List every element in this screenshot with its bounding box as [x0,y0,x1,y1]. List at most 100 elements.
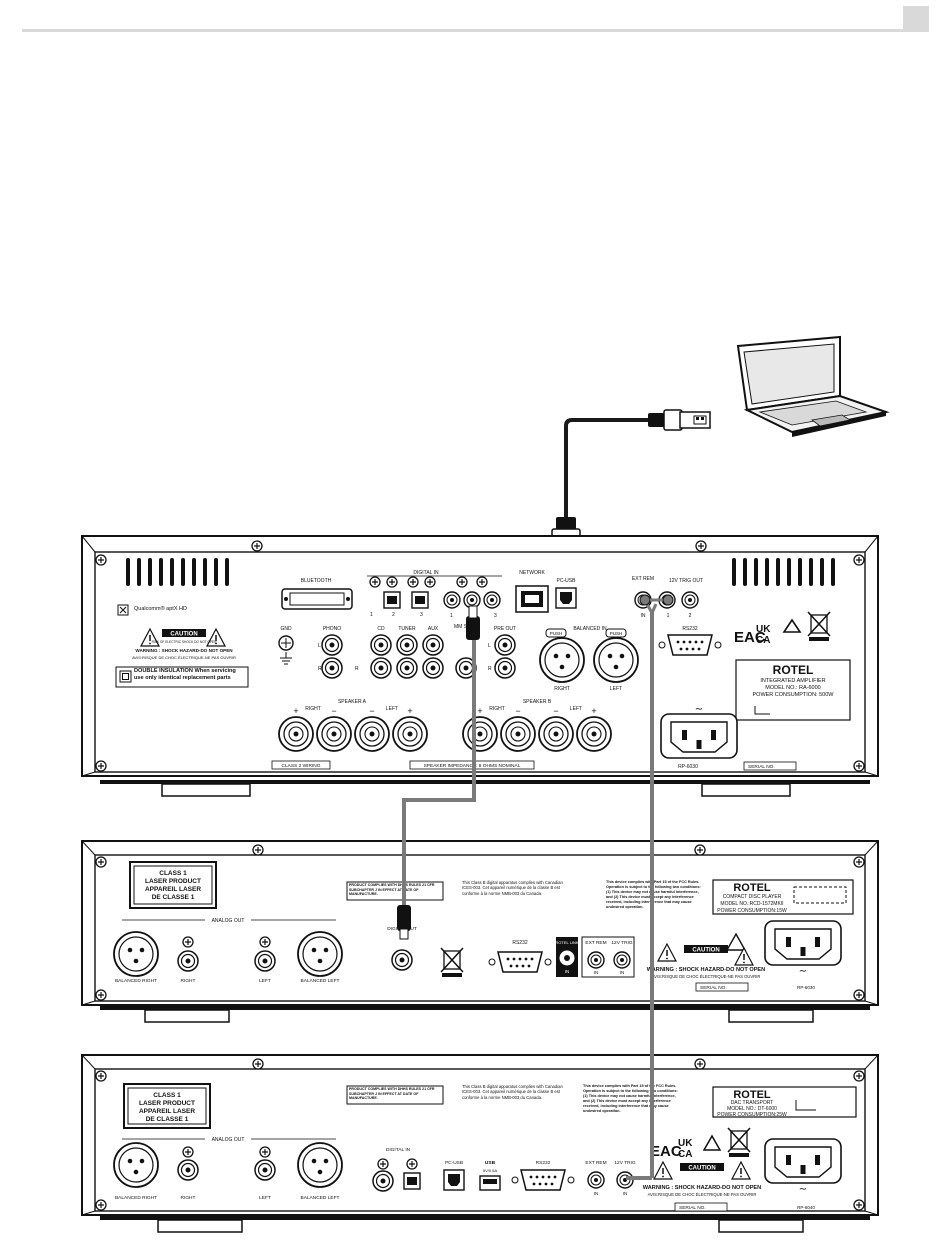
dt-digital-in-label: DIGITAL IN [386,1147,411,1153]
dt-product: DAC TRANSPORT [731,1100,774,1106]
rca-jack-icon[interactable] [254,950,276,972]
balanced-in-label: BALANCED IN [573,626,607,632]
speaker-a-left-neg[interactable] [354,716,390,752]
aux-label: AUX [428,626,439,632]
bal-left: LEFT [610,686,622,692]
ethernet-port[interactable] [515,585,549,613]
ukca-mark-bottom: CA [678,1149,692,1160]
cd-right: RIGHT [181,978,196,984]
amplifier-rear-panel: Qualcomm® aptX HD CAUTION RISK OF ELECTR… [81,535,879,797]
laptop-icon [736,335,890,437]
speaker-b-right-pos[interactable] [462,716,498,752]
dt-warning: WARNING : SHOCK HAZARD-DO NOT OPEN [643,1185,761,1191]
dt-optical-in[interactable] [403,1172,421,1190]
trig-out-2-jack[interactable] [681,591,699,609]
vent-slots-left [126,558,229,586]
xlr-connector-icon[interactable] [297,931,343,977]
network-label: NETWORK [519,570,545,576]
dt-ext-rem-jack[interactable] [587,1171,605,1189]
optical-3-num: 3 [420,612,423,618]
phono-l-jack[interactable] [321,634,343,656]
iec-inlet-icon[interactable] [660,713,738,759]
phono-l: L [318,643,321,649]
rcm-mark [725,932,747,951]
dt-caution: CAUTION [688,1166,715,1172]
svg-text:−: − [331,706,336,716]
dt-fda-text: PRODUCT COMPLIES WITH DHHS RULES 21 CFR … [349,1087,435,1101]
spk-b-left: LEFT [570,706,582,712]
coax-input-3[interactable] [483,591,501,609]
trigger-cable [626,594,674,1180]
rca-jack-icon[interactable] [254,1159,276,1181]
cd-trig-jack[interactable] [613,951,631,969]
spk-a-left: LEFT [386,706,398,712]
dt-right: RIGHT [181,1195,196,1201]
rotel-link-in: IN [565,969,570,974]
cd-laser-line4: DE CLASSE 1 [152,894,195,901]
digital-in-label: DIGITAL IN [413,570,439,576]
coax-3-num: 3 [494,613,497,619]
optical-input-2[interactable] [411,591,429,609]
cd-ext-rem-jack[interactable] [587,951,605,969]
cd-rs232-label: RS232 [512,940,528,946]
spk-b-right: RIGHT [489,706,505,712]
dt-laser-line3: APPAREIL LASER [139,1108,195,1115]
qualcomm-label: Qualcomm® aptX HD [134,605,187,612]
rs232-label: RS232 [682,626,698,632]
svg-text:+: + [293,706,298,716]
pc-usb-port[interactable] [555,587,577,609]
speaker-a-right-pos[interactable] [278,716,314,752]
dt-ext-in: IN [594,1191,599,1196]
dt-laser-line1: CLASS 1 [153,1092,181,1099]
bal-right: RIGHT [554,686,570,692]
cd-trig-label: 12V TRIG [611,940,633,946]
amp-brand: ROTEL [773,663,814,677]
iec-inlet-icon[interactable] [764,1138,842,1184]
cd-product: COMPACT DISC PLAYER [723,894,782,900]
xlr-connector-icon[interactable] [113,1142,159,1188]
speaker-b-label: SPEAKER B [523,699,552,705]
rca-jack-icon[interactable] [177,1159,199,1181]
cd-player-rear-panel: CLASS 1 LASER PRODUCT APPAREIL LASER DE … [81,840,879,1023]
dt-pc-usb-port[interactable] [443,1169,465,1191]
optical-input-1[interactable] [383,591,401,609]
dt-rs232-label: RS232 [536,1160,551,1166]
amp-product: INTEGRATED AMPLIFIER [760,678,825,684]
ukca-mark-top: UK [678,1138,693,1149]
cd-fda-text: PRODUCT COMPLIES WITH DHHS RULES 21 CFR … [349,883,435,897]
cd-model: MODEL NO.:RCD-1572MKII [720,901,783,907]
cd-warning-fr: AVIS:RISQUE DE CHOC ÉLECTRIQUE-NE PAS OU… [652,974,761,979]
speaker-b-left-pos[interactable] [576,716,612,752]
rca-jack-icon[interactable] [177,950,199,972]
speaker-b-left-neg[interactable] [538,716,574,752]
cd-trig-in: IN [620,970,625,975]
bluetooth-label: BLUETOOTH [301,578,332,584]
cd-rp-code: RP-6030 [797,985,815,990]
cd-digital-out-jack[interactable] [391,949,413,971]
speaker-a-right-neg[interactable] [316,716,352,752]
caution-sub: RISK OF ELECTRIC SHOCK DO NOT OPEN [152,640,217,644]
svg-text:−: − [369,706,374,716]
coax-input-1[interactable] [443,591,461,609]
pre-r: R [488,666,492,672]
dt-coax-in[interactable] [372,1170,394,1192]
dt-rp-code: RP-6040 [797,1205,815,1210]
xlr-connector-icon[interactable] [297,1142,343,1188]
xlr-connector-icon[interactable] [593,637,639,683]
dt-laser-line4: DE CLASSE 1 [146,1116,189,1123]
xlr-connector-icon[interactable] [539,637,585,683]
dt-class-b-text: This Class B digital apparatus complies … [462,1084,563,1100]
dt-left: LEFT [259,1195,271,1201]
phono-r-jack[interactable] [321,657,343,679]
cd-laser-line2: LASER PRODUCT [145,878,201,885]
dt-usb-a-port[interactable] [479,1175,501,1191]
iec-inlet-icon[interactable] [764,920,842,966]
cd-ext-rem-label: EXT REM [585,940,606,946]
ukca-mark-top: UK [756,624,771,635]
xlr-connector-icon[interactable] [113,931,159,977]
speaker-a-left-pos[interactable] [392,716,428,752]
svg-text:−: − [515,706,520,716]
bluetooth-antenna-port [281,588,353,610]
speaker-b-right-neg[interactable] [500,716,536,752]
dt-bal-right: BALANCED RIGHT [115,1195,157,1201]
